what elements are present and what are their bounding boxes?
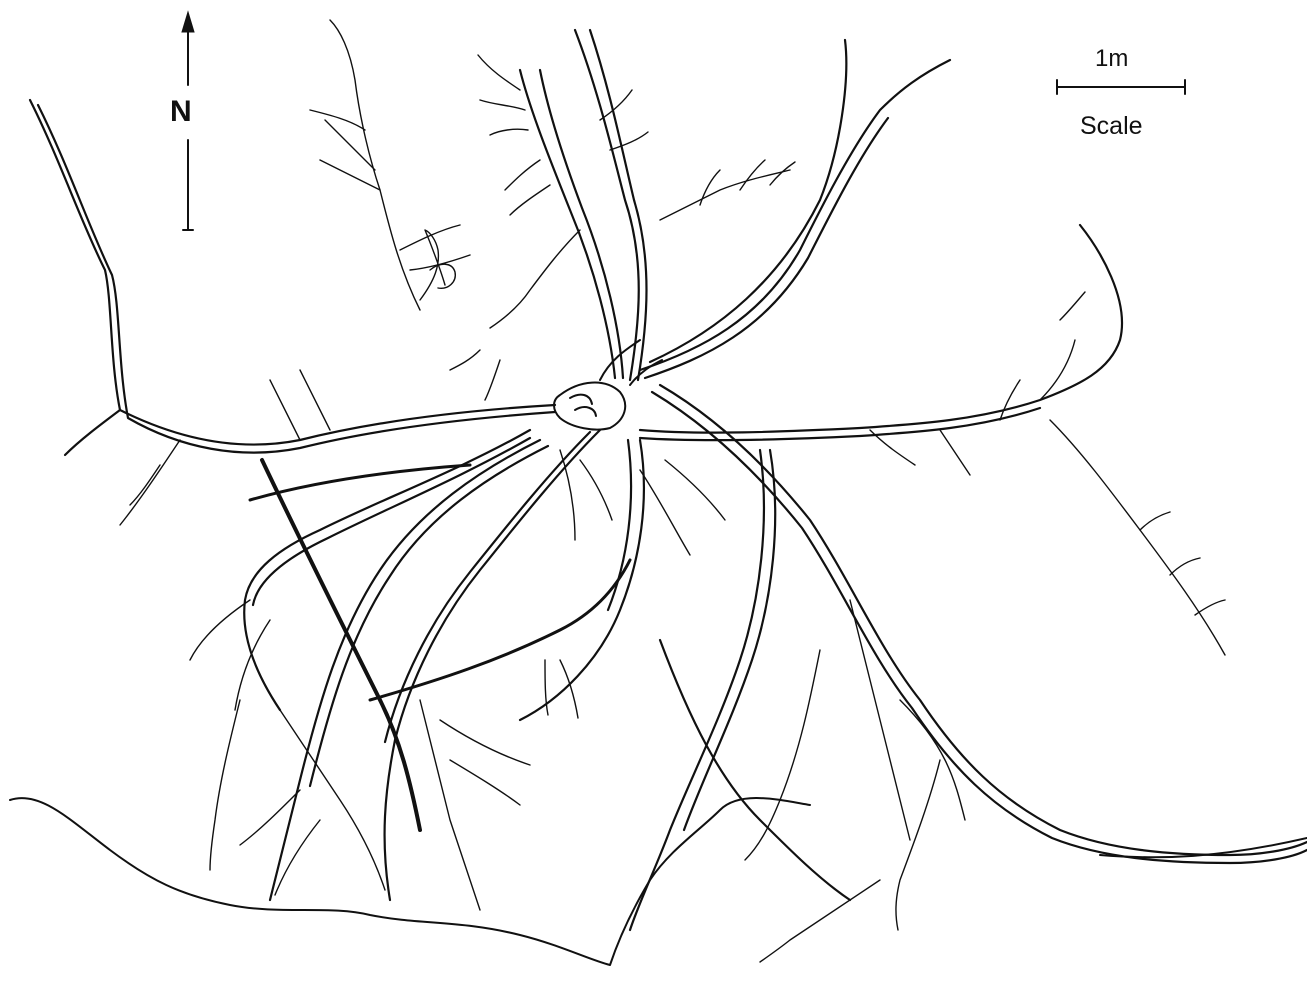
north-label: N: [170, 95, 192, 129]
scale-caption: Scale: [1080, 112, 1143, 141]
scale-value: 1m: [1095, 45, 1128, 73]
scale-bar-icon: [1057, 80, 1185, 94]
central-hub: [554, 340, 662, 430]
main-roots: [30, 30, 1307, 930]
ground-outline: [10, 798, 810, 965]
